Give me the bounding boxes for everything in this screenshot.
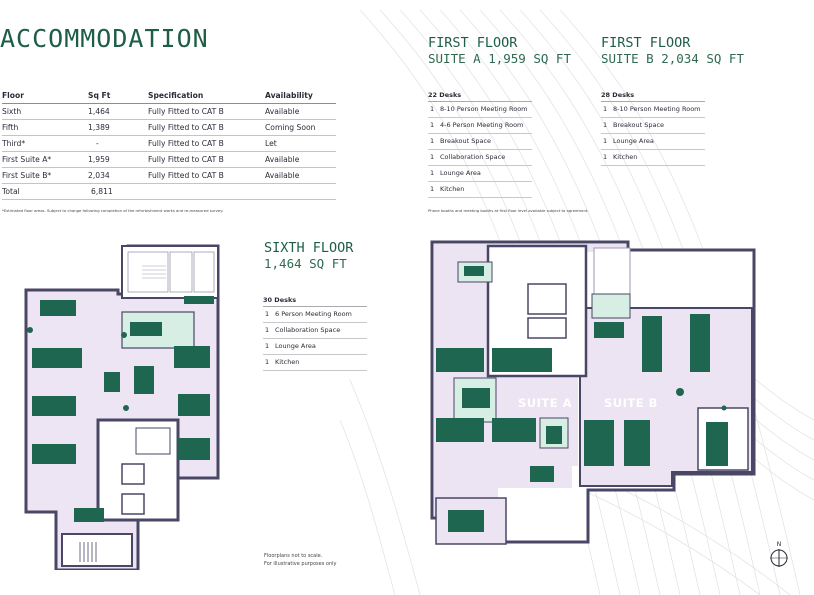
first-floor-plan [430, 240, 756, 545]
column-header-availability: Availability [265, 89, 336, 104]
table-row: Fifth 1,389 Fully Fitted to CAT B Coming… [2, 119, 336, 136]
page-title: ACCOMMODATION [0, 24, 209, 53]
suite-b-title-line1: FIRST FLOOR [601, 35, 691, 51]
suite-a-label: SUITE A [518, 396, 573, 410]
cell-floor: Fifth [2, 119, 88, 136]
cell-floor: Total [2, 183, 88, 200]
table-row: First Suite A* 1,959 Fully Fitted to CAT… [2, 151, 336, 168]
column-header-sqft: Sq Ft [88, 89, 148, 104]
cell-sqft: 1,464 [88, 103, 148, 120]
cell-availability: Available [265, 103, 336, 120]
lower-core [96, 418, 180, 522]
table-row: First Suite B* 2,034 Fully Fitted to CAT… [2, 167, 336, 184]
cell-specification: Fully Fitted to CAT B [148, 151, 265, 168]
compass-icon [770, 549, 788, 567]
cell-sqft: - [88, 135, 148, 152]
table-row: Sixth 1,464 Fully Fitted to CAT B Availa… [2, 103, 336, 120]
availability-table: Floor Sq Ft Specification Availability S… [2, 89, 336, 200]
column-header-specification: Specification [148, 89, 265, 104]
cell-availability: Coming Soon [265, 119, 336, 136]
table-footnote: *Estimated floor areas. Subject to chang… [2, 208, 224, 213]
scale-note: Floorplans not to scale. For illustrativ… [264, 552, 336, 568]
suite-b-meeting-room [591, 293, 631, 319]
cell-sqft: 6,811 [88, 183, 148, 200]
cell-specification: Fully Fitted to CAT B [148, 103, 265, 120]
suite-b-title-line2: SUITE B 2,034 SQ FT [601, 51, 744, 66]
sixth-floor-title-line1: SIXTH FLOOR [264, 240, 354, 256]
table-header-row: Floor Sq Ft Specification Availability [2, 89, 336, 104]
column-header-floor: Floor [2, 89, 88, 104]
sixth-floor-heading: SIXTH FLOOR 1,464 SQ FT [264, 240, 353, 272]
cell-sqft: 1,389 [88, 119, 148, 136]
suite-b-desks: 28 Desks [601, 89, 705, 102]
suite-a-title-line2: SUITE A 1,959 SQ FT [428, 51, 571, 66]
table-row: Third* - Fully Fitted to CAT B Let [2, 135, 336, 152]
cell-floor: Third* [2, 135, 88, 152]
sixth-floor-plan [24, 244, 220, 570]
suite-b-heading: FIRST FLOOR SUITE B 2,034 SQ FT [601, 35, 744, 67]
suite-a-desks: 22 Desks [428, 89, 532, 102]
cell-sqft: 1,959 [88, 151, 148, 168]
suite-a-heading: FIRST FLOOR SUITE A 1,959 SQ FT [428, 35, 571, 67]
sixth-floor-desks: 30 Desks [263, 294, 367, 307]
compass-letter: N [776, 541, 782, 548]
cell-specification: Fully Fitted to CAT B [148, 167, 265, 184]
cell-availability: Let [265, 135, 336, 152]
scale-note-line1: Floorplans not to scale. [264, 553, 323, 559]
cell-floor: First Suite B* [2, 167, 88, 184]
cell-floor: First Suite A* [2, 151, 88, 168]
sixth-floor-title-line2: 1,464 SQ FT [264, 256, 347, 271]
suite-b-label: SUITE B [604, 396, 658, 410]
cell-specification: Fully Fitted to CAT B [148, 119, 265, 136]
cell-floor: Sixth [2, 103, 88, 120]
cell-sqft: 2,034 [88, 167, 148, 184]
cell-specification: Fully Fitted to CAT B [148, 135, 265, 152]
scale-note-line2: For illustrative purposes only [264, 561, 337, 567]
table-row-total: Total 6,811 [2, 183, 336, 200]
cell-availability [265, 183, 336, 200]
cell-availability: Available [265, 151, 336, 168]
cell-specification [148, 183, 265, 200]
first-floor-footnote: Phone booths and meeting booths at first… [428, 208, 589, 213]
suite-a-title-line1: FIRST FLOOR [428, 35, 518, 51]
cell-availability: Available [265, 167, 336, 184]
compass: N [769, 541, 789, 569]
